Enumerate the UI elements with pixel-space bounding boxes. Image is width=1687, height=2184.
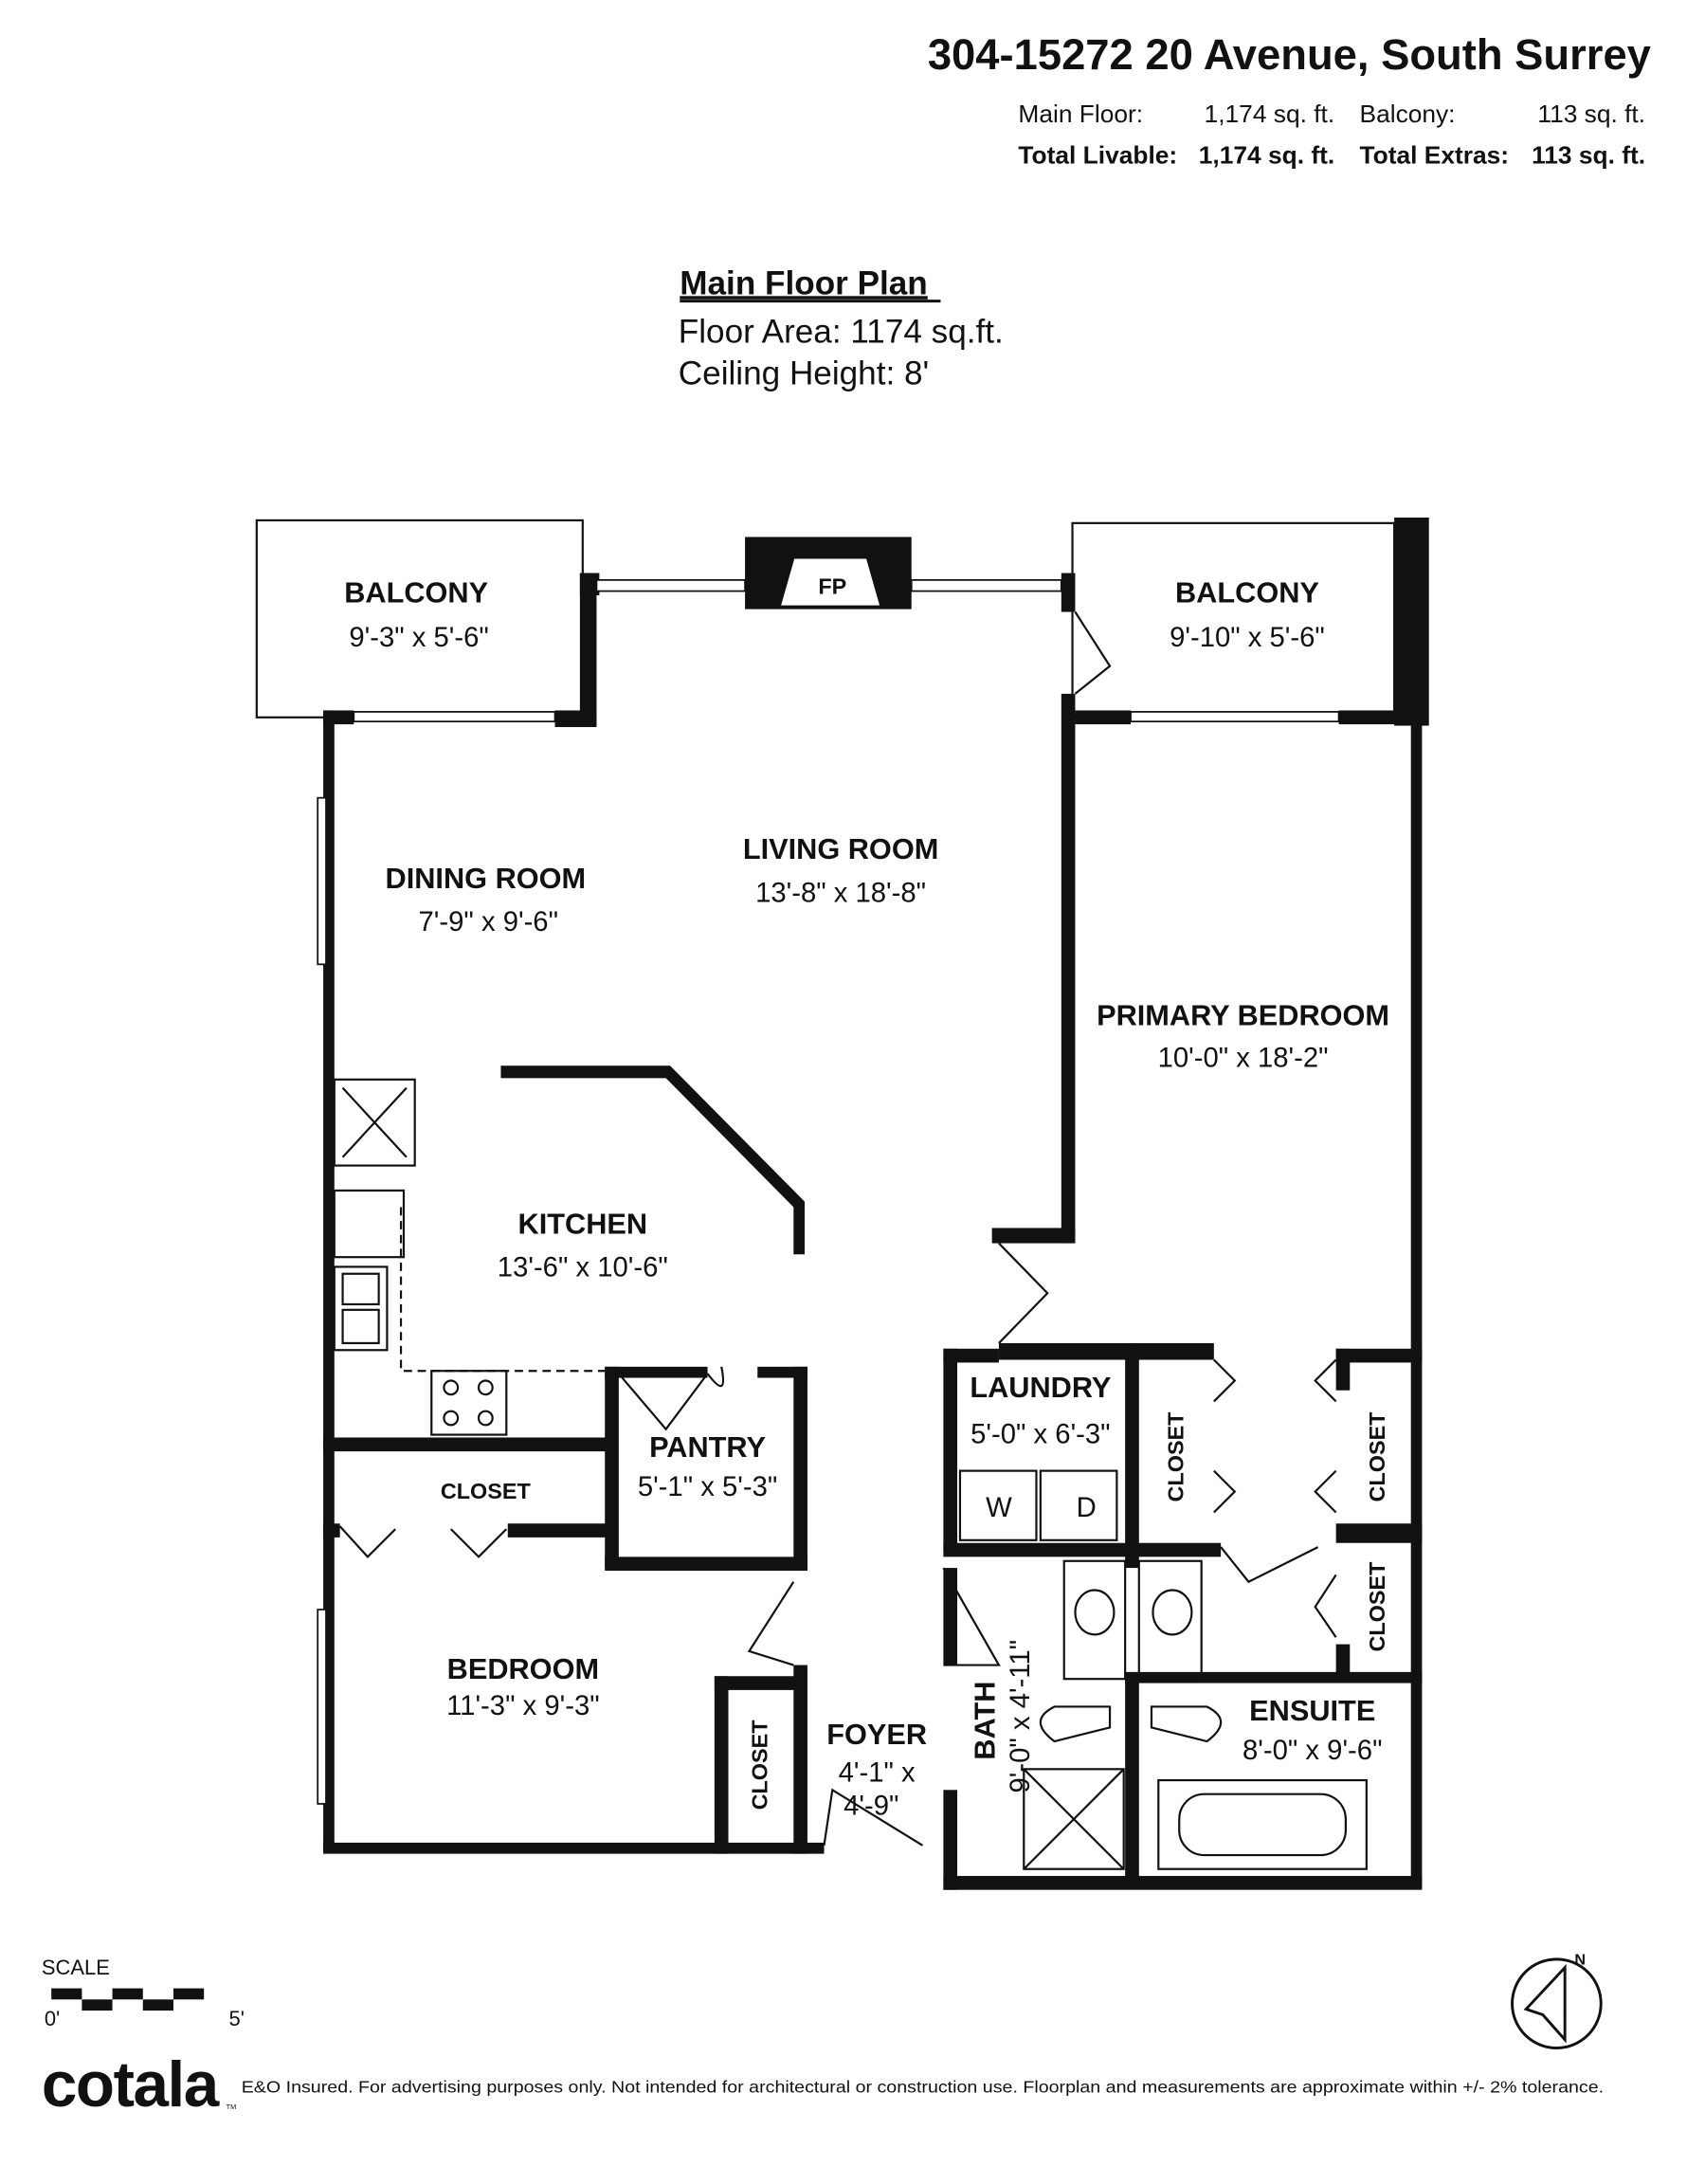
balcony-left-outline bbox=[255, 519, 584, 719]
main-floor-value: 1,174 sq. ft. bbox=[1205, 100, 1335, 128]
walls bbox=[323, 517, 1429, 1890]
balcony-left-name: BALCONY bbox=[344, 575, 488, 609]
balcony-right-dims: 9'-10" x 5'-6" bbox=[1170, 623, 1325, 653]
total-extras-label: Total Extras: bbox=[1360, 141, 1510, 170]
foyer-dims-line1: 4'-1" x bbox=[839, 1758, 916, 1789]
balcony-right-outline bbox=[1071, 521, 1396, 719]
primary-closet-right-name: CLOSET bbox=[1365, 1411, 1389, 1502]
balcony-value: 113 sq. ft. bbox=[1537, 100, 1645, 128]
pantry-dims: 5'-1" x 5'-3" bbox=[638, 1472, 777, 1502]
bedroom-closet-name: CLOSET bbox=[441, 1479, 532, 1503]
foyer-name: FOYER bbox=[826, 1718, 927, 1751]
compass-icon: N bbox=[1511, 1952, 1603, 2050]
scale-start: 0' bbox=[45, 2007, 60, 2030]
logo-trademark: TM bbox=[227, 2102, 237, 2111]
primary-closet-left-name: CLOSET bbox=[1164, 1411, 1188, 1502]
fireplace-hearth bbox=[778, 556, 882, 608]
fireplace-label: FP bbox=[818, 574, 846, 599]
pantry-name: PANTRY bbox=[649, 1430, 766, 1464]
main-floor-label: Main Floor: bbox=[1018, 100, 1143, 128]
ensuite-name: ENSUITE bbox=[1249, 1694, 1375, 1727]
area-summary: Main Floor: 1,174 sq. ft. Balcony: 113 s… bbox=[1018, 100, 1645, 170]
dryer-label: D bbox=[1077, 1493, 1097, 1523]
address-title: 304-15272 20 Avenue, South Surrey bbox=[928, 30, 1651, 79]
cotala-logo: cotala bbox=[42, 2049, 220, 2120]
dining-room-dims: 7'-9" x 9'-6" bbox=[419, 907, 558, 937]
disclaimer: E&O Insured. For advertising purposes on… bbox=[242, 2077, 1604, 2096]
total-extras-value: 113 sq. ft. bbox=[1532, 141, 1645, 170]
bedroom-name: BEDROOM bbox=[447, 1652, 599, 1685]
bath-name: BATH bbox=[969, 1682, 1002, 1760]
bedroom-dims: 11'-3" x 9'-3" bbox=[446, 1691, 600, 1721]
total-livable-value: 1,174 sq. ft. bbox=[1199, 141, 1334, 170]
ensuite-closet-name: CLOSET bbox=[1365, 1561, 1389, 1652]
primary-bedroom-name: PRIMARY BEDROOM bbox=[1097, 999, 1389, 1032]
foyer-dims-line2: 4'-9" bbox=[844, 1792, 898, 1822]
doors bbox=[338, 610, 1337, 1847]
ensuite-dims: 8'-0" x 9'-6" bbox=[1243, 1736, 1382, 1766]
compass-north: N bbox=[1574, 1952, 1586, 1969]
scale-label: SCALE bbox=[42, 1956, 110, 1979]
ceiling-height: Ceiling Height: 8' bbox=[679, 355, 929, 391]
laundry-name: LAUNDRY bbox=[970, 1371, 1111, 1404]
balcony-label: Balcony: bbox=[1360, 100, 1456, 128]
bath-fixtures bbox=[958, 1469, 1368, 1870]
kitchen-name: KITCHEN bbox=[518, 1207, 648, 1240]
balcony-left-dims: 9'-3" x 5'-6" bbox=[349, 623, 488, 653]
windows bbox=[317, 578, 1340, 1805]
kitchen-dims: 13'-6" x 10'-6" bbox=[498, 1253, 668, 1283]
primary-bedroom-dims: 10'-0" x 18'-2" bbox=[1158, 1044, 1329, 1074]
living-room-name: LIVING ROOM bbox=[743, 832, 939, 865]
scale-bar: SCALE 0' 5' bbox=[42, 1956, 245, 2030]
total-livable-label: Total Livable: bbox=[1018, 141, 1177, 170]
washer-label: W bbox=[986, 1493, 1012, 1523]
floor-area: Floor Area: 1174 sq.ft. bbox=[679, 314, 1004, 351]
laundry-dims: 5'-0" x 6'-3" bbox=[970, 1419, 1110, 1449]
dining-room-name: DINING ROOM bbox=[386, 862, 587, 895]
foyer-closet-name: CLOSET bbox=[747, 1720, 771, 1811]
living-room-dims: 13'-8" x 18'-8" bbox=[755, 878, 926, 908]
scale-end: 5' bbox=[229, 2007, 245, 2030]
bath-dims: 9'-0" x 4'-11" bbox=[1006, 1640, 1036, 1793]
plan-title: Main Floor Plan bbox=[680, 264, 928, 301]
room-labels: BALCONY 9'-3" x 5'-6" BALCONY 9'-10" x 5… bbox=[344, 575, 1389, 1821]
balcony-right-name: BALCONY bbox=[1175, 575, 1319, 609]
kitchen-fixtures bbox=[333, 1078, 606, 1436]
